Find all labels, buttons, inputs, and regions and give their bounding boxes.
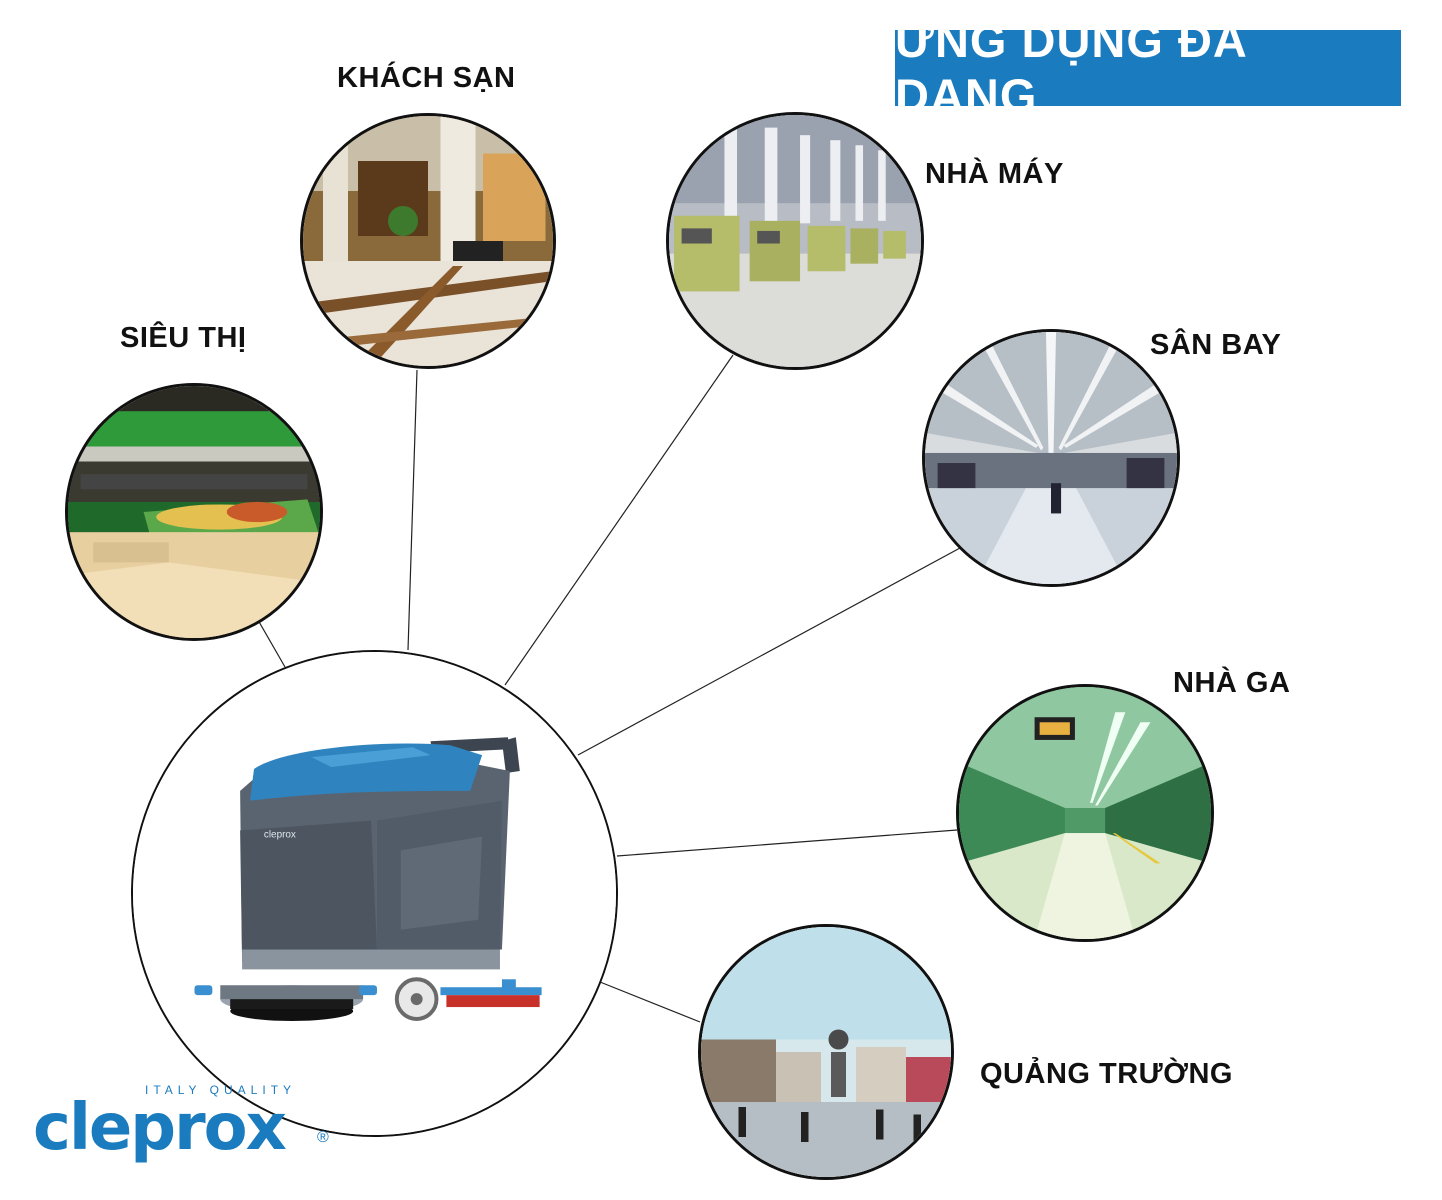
floor-scrubber-machine: cleprox bbox=[133, 652, 616, 1135]
supermarket-photo bbox=[65, 383, 323, 641]
factory-photo bbox=[666, 112, 924, 370]
product-circle: cleprox bbox=[131, 650, 618, 1137]
label-quang-truong: QUẢNG TRƯỜNG bbox=[980, 1058, 1233, 1090]
registered-mark: ® bbox=[317, 1129, 329, 1146]
label-nha-may: NHÀ MÁY bbox=[925, 158, 1064, 190]
label-khach-san: KHÁCH SẠN bbox=[337, 62, 516, 94]
logo-tagline: ITALY QUALITY bbox=[145, 1083, 297, 1097]
cleprox-logo: ITALY QUALITY cleprox ® bbox=[33, 1083, 343, 1165]
title-banner: ỨNG DỤNG ĐA DẠNG bbox=[895, 14, 1401, 122]
banner-title: ỨNG DỤNG ĐA DẠNG bbox=[895, 14, 1247, 122]
city-square-photo bbox=[698, 924, 954, 1180]
label-san-bay: SÂN BAY bbox=[1150, 329, 1282, 361]
train-station-photo bbox=[956, 684, 1214, 942]
label-nha-ga: NHÀ GA bbox=[1173, 667, 1291, 699]
machine-brand-text: cleprox bbox=[264, 829, 296, 840]
hotel-lobby-photo bbox=[300, 113, 556, 369]
logo-wordmark: cleprox bbox=[33, 1091, 287, 1165]
airport-photo bbox=[922, 329, 1180, 587]
label-sieu-thi: SIÊU THỊ bbox=[120, 322, 247, 354]
